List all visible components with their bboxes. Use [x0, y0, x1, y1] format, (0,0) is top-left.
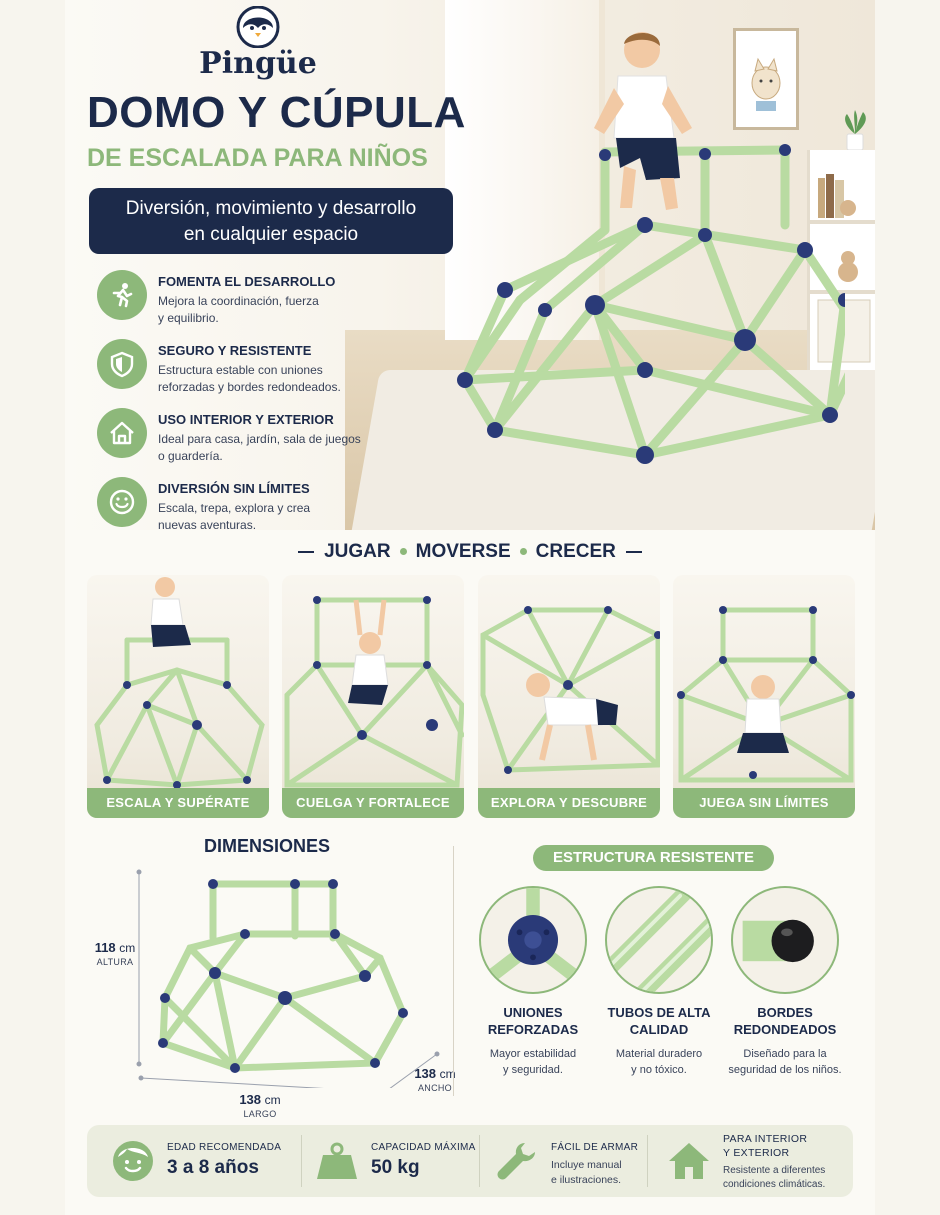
spec-label: FÁCIL DE ARMAR	[551, 1142, 639, 1153]
child-climbing-photo	[94, 577, 265, 789]
length-label: LARGO	[243, 1109, 277, 1119]
section-divider	[453, 846, 454, 1096]
feature-list: FOMENTA EL DESARROLLO Mejora la coordina…	[97, 270, 397, 530]
length-dimension: 138 cm LARGO	[235, 1092, 285, 1119]
shield-icon	[97, 339, 147, 389]
width-label: ANCHO	[417, 1083, 452, 1093]
width-dimension: 138 cm ANCHO	[410, 1066, 460, 1093]
width-unit: cm	[439, 1067, 456, 1081]
child-hanging-photo	[284, 596, 464, 788]
feature-title: USO INTERIOR Y EXTERIOR	[158, 412, 334, 427]
child-climbing-illustration	[594, 32, 692, 210]
activity-card-climb: ESCALA Y SUPÉRATE	[87, 575, 269, 818]
spec-age: EDAD RECOMENDADA 3 a 8 años	[111, 1125, 301, 1197]
word-grow: CRECER	[535, 541, 616, 562]
structure-title: ESTRUCTURA RESISTENTE	[533, 845, 774, 871]
child-face-icon	[113, 1141, 153, 1181]
feature-item: DIVERSIÓN SIN LÍMITES Escala, trepa, exp…	[97, 477, 397, 530]
product-infographic: Pingüe DOMO Y CÚPULA DE ESCALADA PARA NI…	[65, 0, 875, 1215]
tube-icon	[605, 886, 713, 994]
width-value: 138	[414, 1066, 437, 1081]
plant-icon	[845, 110, 866, 151]
feature-title: SEGURO Y RESISTENTE	[158, 343, 312, 358]
play-move-grow-strip: JUGAR MOVERSE CRECER	[65, 541, 875, 567]
wrench-icon	[497, 1143, 535, 1180]
length-unit: cm	[264, 1093, 281, 1107]
activity-card-explore: EXPLORA Y DESCUBRE	[478, 575, 660, 818]
brand-name: Pingüe	[199, 46, 317, 81]
reinforced-joint-icon	[479, 886, 587, 994]
dome-dimension-drawing	[136, 869, 440, 1088]
divider-line	[625, 550, 642, 553]
spec-bar: EDAD RECOMENDADA 3 a 8 años CAPACIDAD MÁ…	[87, 1125, 853, 1197]
activity-card-hang: CUELGA Y FORTALECE	[282, 575, 464, 818]
activity-label: JUEGA SIN LÍMITES	[673, 788, 855, 818]
spec-label: CAPACIDAD MÁXIMA	[371, 1142, 476, 1153]
dimensions-title: DIMENSIONES	[204, 836, 331, 856]
feature-title: DIVERSIÓN SIN LÍMITES	[158, 481, 310, 496]
spec-divider	[647, 1135, 648, 1187]
divider-line	[298, 550, 315, 553]
tagline-line-2: en cualquier espacio	[183, 224, 359, 245]
house-icon	[97, 408, 147, 458]
hero-section: Pingüe DOMO Y CÚPULA DE ESCALADA PARA NI…	[65, 0, 875, 530]
sub-title: DE ESCALADA PARA NIÑOS	[87, 144, 428, 172]
tagline-banner: Diversión, movimiento y desarrollo en cu…	[89, 188, 453, 254]
penguin-logo-icon	[236, 6, 280, 48]
activity-cards: ESCALA Y SUPÉRATE CUELGA Y FORTALECE EXP…	[87, 575, 855, 820]
tagline-line-1: Diversión, movimiento y desarrollo	[125, 198, 417, 219]
word-move: MOVERSE	[415, 541, 511, 562]
activity-label: CUELGA Y FORTALECE	[282, 788, 464, 818]
smiley-icon	[97, 477, 147, 527]
house-icon	[669, 1143, 709, 1179]
height-unit: cm	[119, 941, 136, 955]
activity-label: ESCALA Y SUPÉRATE	[87, 788, 269, 818]
spec-label: EDAD RECOMENDADA	[167, 1142, 282, 1153]
brand-logo: Pingüe	[193, 6, 323, 81]
length-value: 138	[239, 1092, 262, 1107]
running-person-icon	[97, 270, 147, 320]
activity-label: EXPLORA Y DESCUBRE	[478, 788, 660, 818]
main-title: DOMO Y CÚPULA	[87, 88, 466, 137]
height-value: 118	[94, 940, 116, 955]
spec-capacity: CAPACIDAD MÁXIMA 50 kg	[315, 1125, 475, 1197]
divider-dot	[399, 548, 407, 556]
feature-item: FOMENTA EL DESARROLLO Mejora la coordina…	[97, 270, 397, 339]
spec-divider	[479, 1135, 480, 1187]
feature-item: SEGURO Y RESISTENTE Estructura estable c…	[97, 339, 397, 408]
child-crawling-photo	[480, 606, 660, 774]
weight-icon	[317, 1142, 357, 1179]
height-label: ALTURA	[96, 957, 134, 967]
height-dimension: 118 cm ALTURA	[90, 940, 140, 967]
spec-value: 50 kg	[371, 1157, 420, 1178]
feature-item: USO INTERIOR Y EXTERIOR Ideal para casa,…	[97, 408, 397, 477]
wall-picture-frame	[733, 28, 799, 130]
rounded-end-cap-icon	[731, 886, 839, 994]
word-play: JUGAR	[324, 541, 391, 562]
spec-value: 3 a 8 años	[167, 1157, 259, 1178]
activity-card-play: JUEGA SIN LÍMITES	[673, 575, 855, 818]
child-sitting-photo	[677, 606, 855, 783]
divider-dot	[519, 548, 527, 556]
spec-divider	[301, 1135, 302, 1187]
feature-title: FOMENTA EL DESARROLLO	[158, 274, 336, 289]
